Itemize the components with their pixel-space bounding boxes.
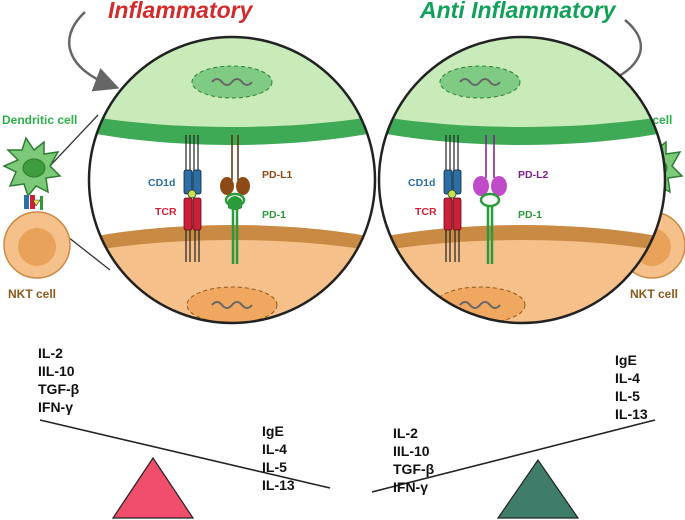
zoom-circle-right <box>377 35 667 325</box>
cytokine: IFN-γ <box>38 399 73 415</box>
dendritic-cell-left <box>2 136 62 198</box>
cd1d-tcr-complex-right <box>443 135 462 262</box>
dendritic-cell-label-left: Dendritic cell <box>2 113 77 127</box>
pd1-label-right: PD-1 <box>518 209 542 221</box>
balance-left-low-list: IgE IL-4 IL-5 IL-13 <box>262 423 295 493</box>
pdl1-pd1-complex-left <box>220 135 250 264</box>
cytokine: IIL-10 <box>38 363 75 379</box>
cytokine: IgE <box>615 352 637 368</box>
zoom-circle-left <box>87 35 377 325</box>
mini-antigen <box>32 199 41 207</box>
mini-pd1 <box>40 196 43 210</box>
nkt-cell-left <box>3 211 71 279</box>
pd1-label-left: PD-1 <box>262 209 286 221</box>
balance-right-low-list: IL-2 IIL-10 TGF-β IFN-γ <box>393 425 435 495</box>
cytokine: IL-2 <box>38 345 63 361</box>
cd1d-label-right: CD1d <box>408 177 435 189</box>
tcr-label-left: TCR <box>155 206 177 218</box>
nkt-cell-label-right: NKT cell <box>630 287 678 301</box>
cd1d-tcr-complex-left <box>183 135 202 262</box>
cytokine: TGF-β <box>38 381 80 397</box>
title-anti-inflammatory: Anti Inflammatory <box>419 0 617 23</box>
nkt-cell-label-left: NKT cell <box>8 287 56 301</box>
fulcrum-right <box>496 458 580 519</box>
balance-beam-right <box>371 419 656 493</box>
cytokine: IL-5 <box>615 388 640 404</box>
balance-right-high-list: IgE IL-4 IL-5 IL-13 <box>615 352 648 422</box>
cytokine: IL-2 <box>393 425 418 441</box>
cytokine: IL-5 <box>262 459 287 475</box>
tcr-label-right: TCR <box>415 206 437 218</box>
mini-cd1d <box>24 195 29 209</box>
arrow-left <box>67 11 120 92</box>
pdl2-pd1-complex-right <box>473 135 507 264</box>
fulcrum-left <box>111 456 195 519</box>
cytokine: IL-4 <box>615 370 640 386</box>
cytokine: IFN-γ <box>393 479 428 495</box>
balance-left-high-list: IL-2 IIL-10 TGF-β IFN-γ <box>38 345 80 415</box>
cytokine: IL-13 <box>262 477 295 493</box>
cytokine: TGF-β <box>393 461 435 477</box>
cytokine: IIL-10 <box>393 443 430 459</box>
cytokine: IgE <box>262 423 284 439</box>
pdl2-label: PD-L2 <box>518 169 548 181</box>
cytokine: IL-4 <box>262 441 287 457</box>
cytokine: IL-13 <box>615 406 648 422</box>
pdl1-label: PD-L1 <box>262 169 292 181</box>
balance-beam-left <box>39 419 331 489</box>
mini-tcr <box>30 195 35 209</box>
title-inflammatory: Inflammatory <box>108 0 254 23</box>
cd1d-label-left: CD1d <box>148 177 175 189</box>
